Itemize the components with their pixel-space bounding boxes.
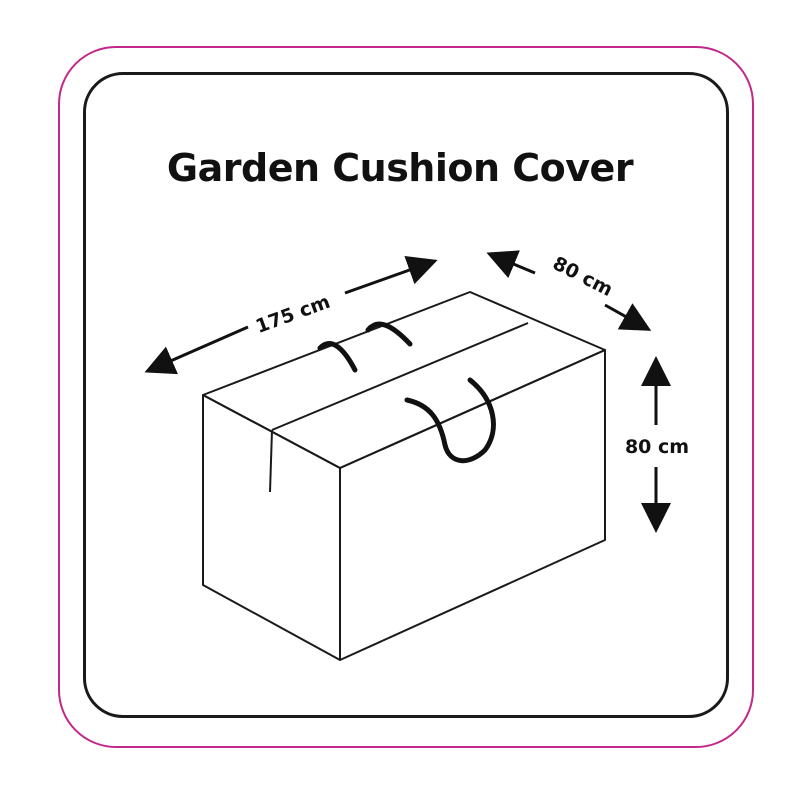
length-arrow-right (344, 255, 438, 295)
bag-handles (317, 321, 496, 464)
depth-arrow-top (486, 250, 536, 279)
bag-side-face (339, 349, 606, 661)
page-title: Garden Cushion Cover (166, 146, 634, 190)
dimension-arrows (144, 250, 671, 533)
inner-frame (83, 72, 729, 718)
zipper-line-top (271, 322, 529, 431)
length-label: 175 cm (253, 291, 333, 338)
storage-bag-illustration (202, 291, 606, 661)
height-label: 80 cm (625, 436, 689, 458)
length-arrow-left (144, 325, 249, 375)
front-handle (404, 377, 496, 464)
depth-label: 80 cm (549, 252, 616, 301)
depth-arrow-bottom (604, 303, 652, 331)
top-strap-right (365, 321, 413, 347)
zipper-line-front (269, 429, 273, 493)
outer-frame (58, 46, 754, 748)
top-strap-left (317, 341, 358, 373)
